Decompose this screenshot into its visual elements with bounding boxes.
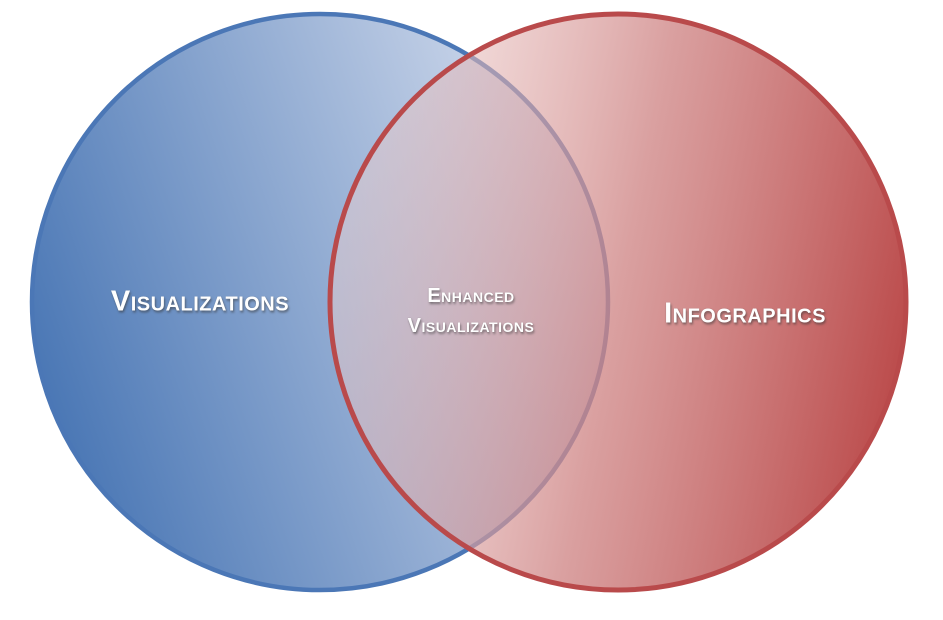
overlap-label-line1: Enhanced xyxy=(427,285,515,307)
enhanced-visualizations-label: Enhanced Visualizations xyxy=(408,281,535,341)
infographics-circle xyxy=(327,11,909,593)
overlap-label-line2: Visualizations xyxy=(407,315,535,337)
visualizations-label: Visualizations xyxy=(110,285,290,318)
infographics-label: Infographics xyxy=(664,297,826,330)
